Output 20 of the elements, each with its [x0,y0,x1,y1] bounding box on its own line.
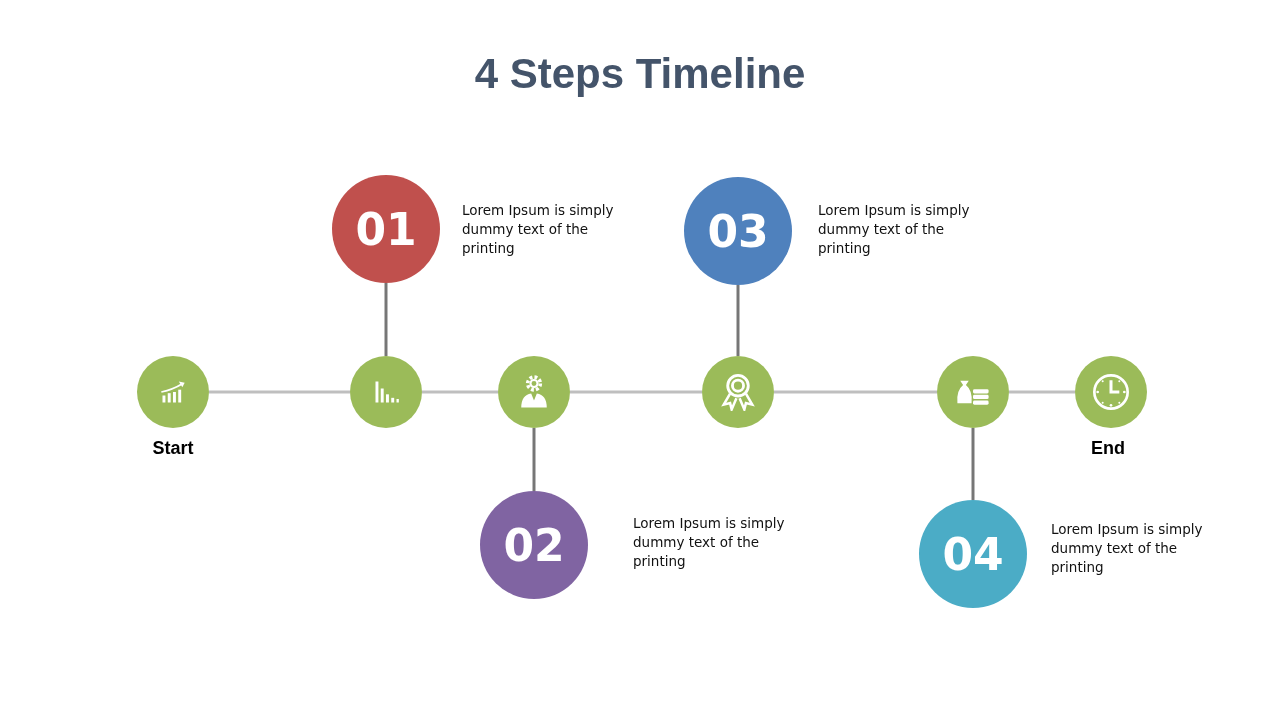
timeline-line [209,390,350,394]
step-number: 02 [503,519,565,571]
step-description: Lorem Ipsum is simply dummy text of the printing [818,201,971,258]
step-description: Lorem Ipsum is simply dummy text of the printing [462,201,615,258]
step-number: 04 [942,528,1004,580]
step-number: 01 [355,203,417,255]
milestone-label: End [1090,438,1126,459]
timeline-line [570,390,702,394]
connector-line [384,283,388,356]
step-number: 03 [707,205,769,257]
connector-line [532,428,536,491]
timeline-line [774,390,937,394]
title: 4 Steps Timeline [474,50,806,98]
connector-line [736,285,740,356]
timeline-line [422,390,498,394]
milestone-label: Start [151,438,195,459]
step-description: Lorem Ipsum is simply dummy text of the printing [1051,520,1204,577]
connector-line [971,428,975,500]
step-description: Lorem Ipsum is simply dummy text of the printing [633,514,786,571]
timeline-line [1009,390,1075,394]
